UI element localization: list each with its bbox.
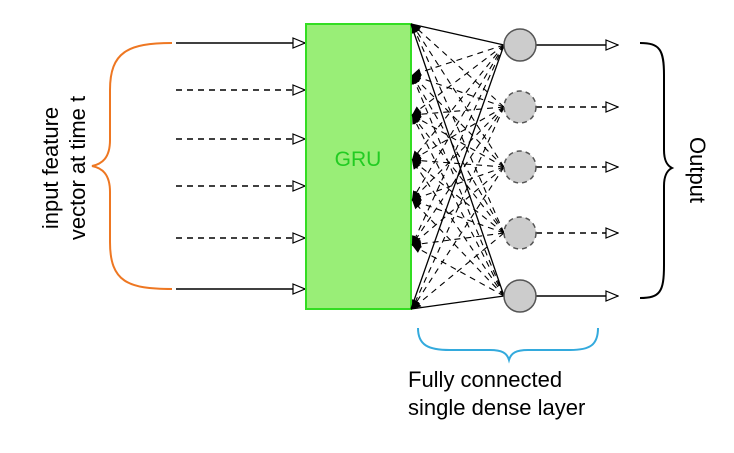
connection-line xyxy=(411,44,505,77)
connection-line xyxy=(411,106,505,246)
output-label: Output xyxy=(685,137,710,203)
connection-line xyxy=(411,166,505,310)
dense-node xyxy=(503,216,537,250)
dense-label-line2: single dense layer xyxy=(408,395,585,420)
connection-line xyxy=(411,114,505,168)
connection-line xyxy=(411,44,505,161)
connection-line xyxy=(411,159,505,297)
connection-line xyxy=(411,199,505,234)
connection-line xyxy=(410,23,505,297)
gru-block xyxy=(305,23,412,310)
connection-line xyxy=(411,106,505,310)
output-brace xyxy=(639,42,675,299)
connection-line xyxy=(411,159,505,234)
connection-line xyxy=(410,295,505,310)
dense-node xyxy=(503,90,537,124)
connection-line xyxy=(411,106,505,119)
connection-line xyxy=(411,74,505,108)
dense-node xyxy=(503,150,537,184)
dense-connections xyxy=(410,23,505,310)
input-label: input feature vector at time t xyxy=(38,96,90,240)
dense-nodes xyxy=(503,28,537,313)
connection-line xyxy=(411,166,505,201)
connection-line xyxy=(411,232,505,310)
dense-label-line1: Fully connected xyxy=(408,367,562,392)
connection-line xyxy=(411,156,505,168)
dense-node xyxy=(503,28,537,62)
input-brace xyxy=(91,42,173,290)
connection-line xyxy=(411,23,505,234)
output-arrows xyxy=(536,45,618,296)
connection-line xyxy=(411,114,505,297)
connection-line xyxy=(411,106,505,161)
connection-line xyxy=(411,232,505,248)
gru-label: GRU xyxy=(335,148,382,171)
output-label-text: Output xyxy=(685,137,710,203)
connection-line xyxy=(411,74,505,297)
connection-line xyxy=(411,114,505,234)
connection-line xyxy=(411,44,505,201)
input-label-line1: input feature xyxy=(38,107,63,229)
connection-line xyxy=(410,23,505,46)
connection-line xyxy=(410,44,505,310)
input-label-line2: vector at time t xyxy=(65,96,90,240)
dense-node xyxy=(503,279,537,313)
input-arrows xyxy=(176,43,305,289)
connection-line xyxy=(411,199,505,297)
connection-line xyxy=(411,44,505,116)
dense-layer-brace xyxy=(417,327,599,364)
connection-line xyxy=(411,74,505,234)
connection-line xyxy=(411,44,505,246)
connection-line xyxy=(411,23,505,108)
